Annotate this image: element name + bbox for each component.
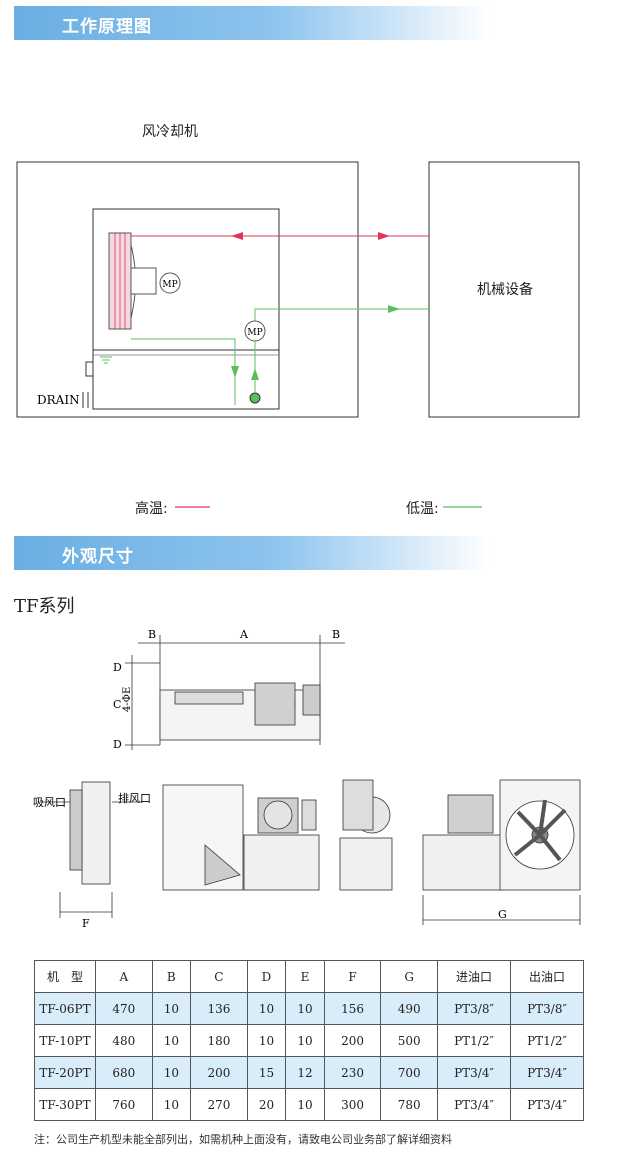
cell-inlet: PT3/4″ [437,1056,511,1089]
cell-c: 270 [190,1088,248,1121]
cell-model: TF-20PT [34,1056,96,1089]
svg-text:A: A [239,628,249,641]
legend-high-label: 高温: [135,501,168,517]
header-cell: E [285,960,325,993]
header-cell: D [246,960,287,993]
cell-d: 10 [246,1024,287,1057]
cell-f: 300 [323,1088,382,1121]
cell-a: 480 [95,1024,153,1057]
section-banner-principle: 工作原理图 [14,6,490,40]
svg-text:C: C [113,698,121,711]
cell-d: 15 [246,1056,287,1089]
cell-g: 500 [380,1024,438,1057]
cell-a: 680 [95,1056,153,1089]
cooler-outer-box [16,161,359,418]
equipment-label: 机械设备 [477,282,533,298]
svg-text:B: B [332,628,340,641]
header-cell: 进油口 [437,960,511,993]
equipment-box [428,161,580,418]
header-cell: 机 型 [34,960,96,993]
cell-model: TF-30PT [34,1088,96,1121]
cell-c: 136 [190,992,248,1025]
cell-g: 490 [380,992,438,1025]
cell-g: 700 [380,1056,438,1089]
section-title-principle: 工作原理图 [62,17,152,37]
cell-outlet: PT3/4″ [510,1056,584,1089]
cell-model: TF-06PT [34,992,96,1025]
cooler-label: 风冷却机 [142,124,198,140]
svg-text:D: D [113,661,122,674]
dimension-drawing: B A B D C D 4-ΦE F G 吸风口 排风口 [33,628,581,930]
section-banner-dimensions: 外观尺寸 [14,536,490,570]
cell-e: 10 [285,1024,325,1057]
cell-a: 760 [95,1088,153,1121]
cell-b: 10 [151,1056,192,1089]
svg-text:B: B [148,628,156,641]
header-cell: G [380,960,438,993]
footnote: 注：公司生产机型未能全部列出，如需机种上面没有，请致电公司业务部了解详细资料 [34,1133,452,1146]
cell-a: 470 [95,992,153,1025]
legend-low-label: 低温: [406,501,439,517]
header-cell: B [151,960,192,993]
cell-c: 180 [190,1024,248,1057]
svg-text:MP: MP [162,280,177,290]
cell-f: 230 [323,1056,382,1089]
svg-text:D: D [113,738,122,751]
svg-text:排风口: 排风口 [118,791,151,805]
principle-diagram: MP MP DRAIN [16,161,580,508]
cell-e: 10 [285,1088,325,1121]
cell-b: 10 [151,1088,192,1121]
cell-outlet: PT3/4″ [510,1088,584,1121]
table-header-row: 机 型 A B C D E F G 进油口 出油口 [34,960,584,993]
header-cell: C [190,960,248,993]
cell-e: 12 [285,1056,325,1089]
header-cell: F [323,960,382,993]
cell-e: 10 [285,992,325,1025]
cell-inlet: PT1/2″ [437,1024,511,1057]
cell-model: TF-10PT [34,1024,96,1057]
pump1 [159,272,181,294]
cell-f: 200 [323,1024,382,1057]
svg-text:F: F [82,917,90,930]
cell-d: 10 [246,992,287,1025]
header-cell: 出油口 [510,960,584,993]
cell-b: 10 [151,1024,192,1057]
cell-d: 20 [246,1088,287,1121]
cell-f: 156 [323,992,382,1025]
drain-label: DRAIN [37,393,80,407]
cell-c: 200 [190,1056,248,1089]
svg-text:4-ΦE: 4-ΦE [122,687,133,712]
cell-outlet: PT3/8″ [510,992,584,1025]
svg-text:G: G [498,908,507,921]
svg-text:MP: MP [247,328,262,338]
cell-inlet: PT3/4″ [437,1088,511,1121]
cell-g: 780 [380,1088,438,1121]
header-cell: A [95,960,153,993]
svg-text:吸风口: 吸风口 [33,796,66,809]
cell-outlet: PT1/2″ [510,1024,584,1057]
section-title-dimensions: 外观尺寸 [62,547,134,567]
series-title: TF系列 [14,596,75,617]
cell-inlet: PT3/8″ [437,992,511,1025]
cell-b: 10 [151,992,192,1025]
